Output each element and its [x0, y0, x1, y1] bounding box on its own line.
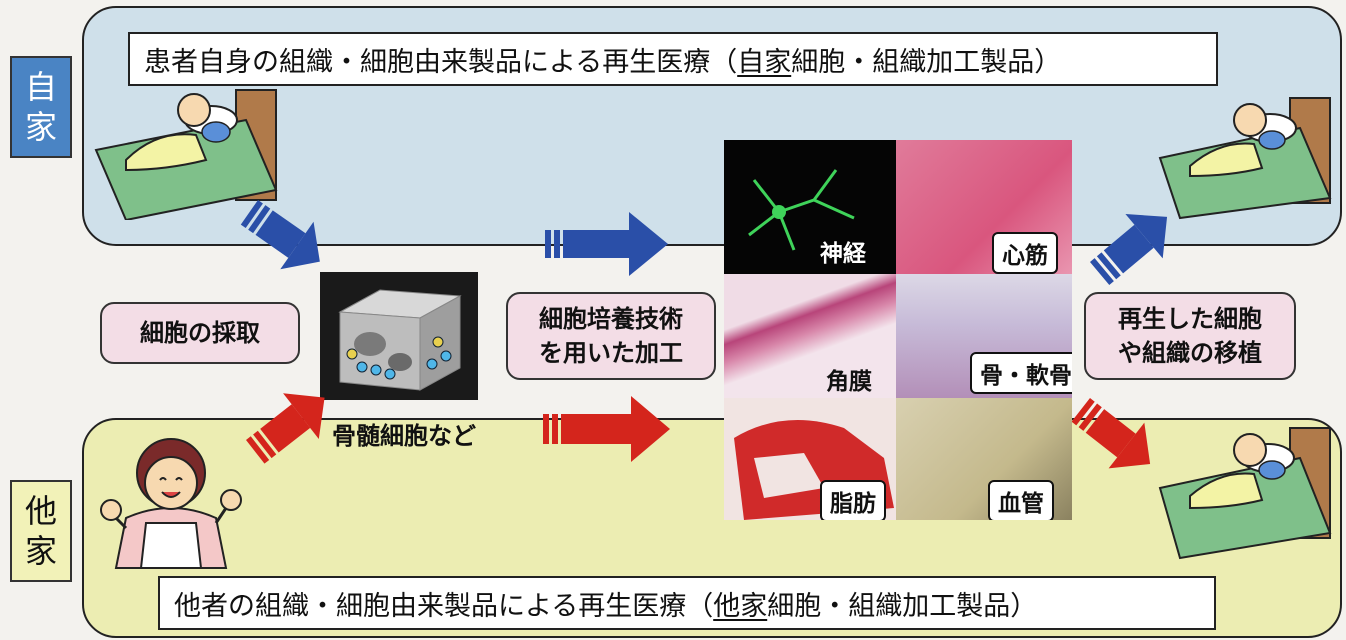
nerve-tile: 神経: [724, 140, 896, 274]
title-underlined: 他家: [713, 590, 768, 622]
allogeneic-side-label: 他 家: [10, 480, 72, 582]
patient-in-bed-illustration: [94, 89, 278, 220]
tissue-label-cornea: 角膜: [826, 369, 872, 395]
step-label: 細胞培養技術 を用いた加工: [539, 305, 683, 367]
title-suffix: 細胞・組織加工製品）: [767, 590, 1038, 622]
side-label-char: 家: [24, 532, 57, 570]
bone-cartilage-tile: 骨・軟骨: [896, 274, 1072, 398]
regenerated-tissue-grid: 神経 心筋 角膜 骨・軟骨 脂肪 血管: [724, 140, 1072, 520]
step-label: 再生した細胞 や組織の移植: [1118, 305, 1262, 367]
tissue-label-blood-vessel: 血管: [988, 480, 1054, 520]
cornea-tile: 角膜: [724, 274, 896, 398]
title-suffix: 細胞・組織加工製品）: [791, 46, 1062, 78]
tissue-label-fat: 脂肪: [820, 480, 886, 520]
side-label-char: 自: [24, 68, 57, 106]
autologous-side-label: 自 家: [10, 56, 72, 158]
cell-collection-step: 細胞の採取: [100, 302, 300, 364]
step-label: 細胞の採取: [140, 319, 260, 347]
recipient-in-bed-illustration: [1158, 427, 1332, 560]
title-underlined: 自家: [737, 46, 792, 78]
tissue-label-cardiac-muscle: 心筋: [992, 232, 1058, 274]
cardiac-muscle-tile: 心筋: [896, 140, 1072, 274]
bone-marrow-scaffold-illustration: [320, 272, 478, 400]
side-label-char: 家: [24, 108, 57, 146]
title-prefix: 患者自身の組織・細胞由来製品による再生医療（: [144, 46, 738, 78]
tissue-label-bone-cartilage: 骨・軟骨: [970, 352, 1072, 394]
fat-tile: 脂肪: [724, 398, 896, 520]
blood-vessel-tile: 血管: [896, 398, 1072, 520]
autologous-title: 患者自身の組織・細胞由来製品による再生医療（自家細胞・組織加工製品）: [128, 32, 1218, 86]
transplant-step: 再生した細胞 や組織の移植: [1084, 292, 1296, 380]
tissue-label-nerve: 神経: [820, 241, 866, 267]
title-prefix: 他者の組織・細胞由来製品による再生医療（: [174, 590, 714, 622]
bone-marrow-caption: 骨髄細胞など: [332, 422, 476, 450]
cell-processing-step: 細胞培養技術 を用いた加工: [506, 292, 716, 380]
nerve-cell-image: [748, 169, 855, 251]
donor-person-illustration: [100, 438, 242, 569]
side-label-char: 他: [24, 492, 57, 530]
recipient-in-bed-illustration: [1158, 97, 1332, 220]
allogeneic-title: 他者の組織・細胞由来製品による再生医療（他家細胞・組織加工製品）: [158, 576, 1216, 630]
